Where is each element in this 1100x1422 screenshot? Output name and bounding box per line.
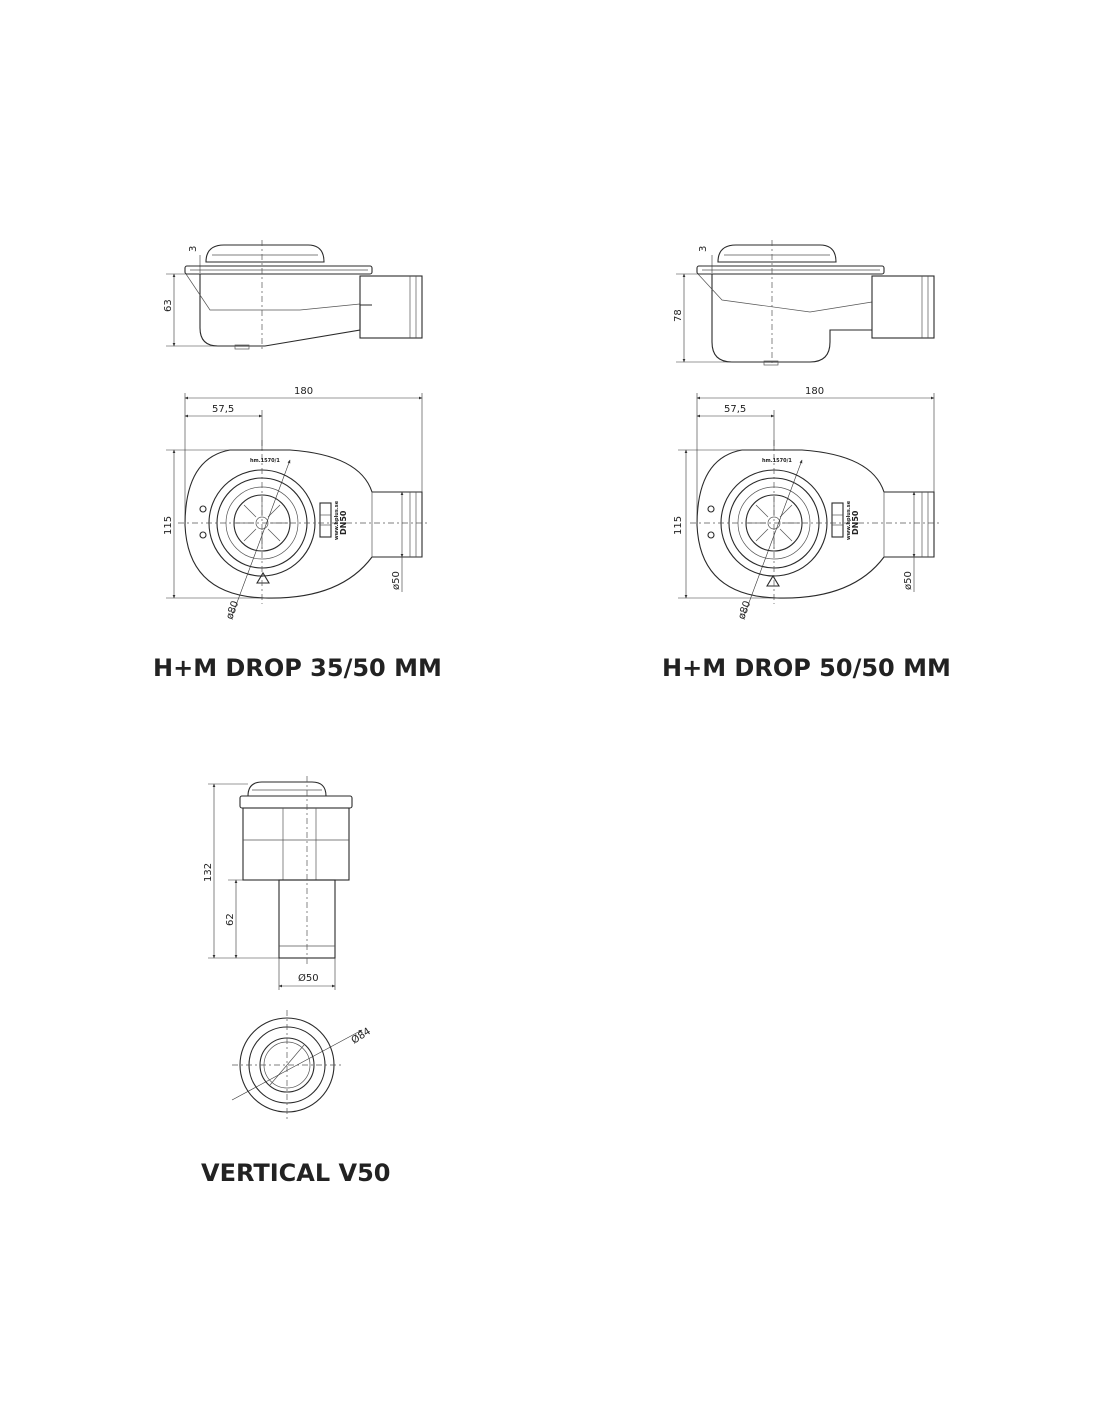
drop-50-model-label: hm.1570/1 (762, 458, 792, 464)
drop-35-lip-dim: 3 (188, 246, 199, 252)
drop-35-side-view (166, 240, 423, 350)
drop-35-offset-dim: 57,5 (212, 404, 234, 415)
drop-35-top-view (166, 393, 428, 617)
drop-35-height-dim: 63 (163, 299, 174, 312)
vertical-pipe-height-dim: 62 (225, 913, 236, 926)
drop-50-title: H+M DROP 50/50 MM (662, 654, 951, 682)
drop-35-dn-label: DN50 (339, 510, 348, 535)
drop-35-title: H+M DROP 35/50 MM (153, 654, 442, 682)
drop-50-web-label: www.hplus.se (846, 500, 852, 540)
drop-35-bowl-dim: ø80 (224, 600, 241, 621)
drop-35-outlet-dim: ø50 (391, 571, 402, 590)
vertical-side-view (208, 776, 353, 990)
vertical-title: VERTICAL V50 (201, 1159, 391, 1187)
drop-50-height-dim: 78 (673, 309, 684, 322)
drop-50-bowl-dim: ø80 (736, 600, 753, 621)
drop-35-depth-dim: 115 (163, 516, 174, 535)
vertical-top-view (231, 1010, 363, 1120)
drop-50-top-view (678, 393, 940, 617)
drop-35-width-dim: 180 (294, 386, 313, 397)
drop-50-depth-dim: 115 (673, 516, 684, 535)
drop-50-side-view (676, 240, 935, 366)
drop-50-dn-label: DN50 (851, 510, 860, 535)
drop-35-model-label: hm.1570/1 (250, 458, 280, 464)
vertical-total-height-dim: 132 (203, 863, 214, 882)
vertical-pipe-dia-dim: Ø50 (298, 972, 319, 984)
drop-50-width-dim: 180 (805, 386, 824, 397)
drop-50-offset-dim: 57,5 (724, 404, 746, 415)
drop-35-web-label: www.hplus.se (334, 500, 340, 540)
drop-50-outlet-dim: ø50 (903, 571, 914, 590)
vertical-flange-dia-dim: Ø84 (349, 1025, 373, 1046)
drop-50-lip-dim: 3 (698, 246, 709, 252)
